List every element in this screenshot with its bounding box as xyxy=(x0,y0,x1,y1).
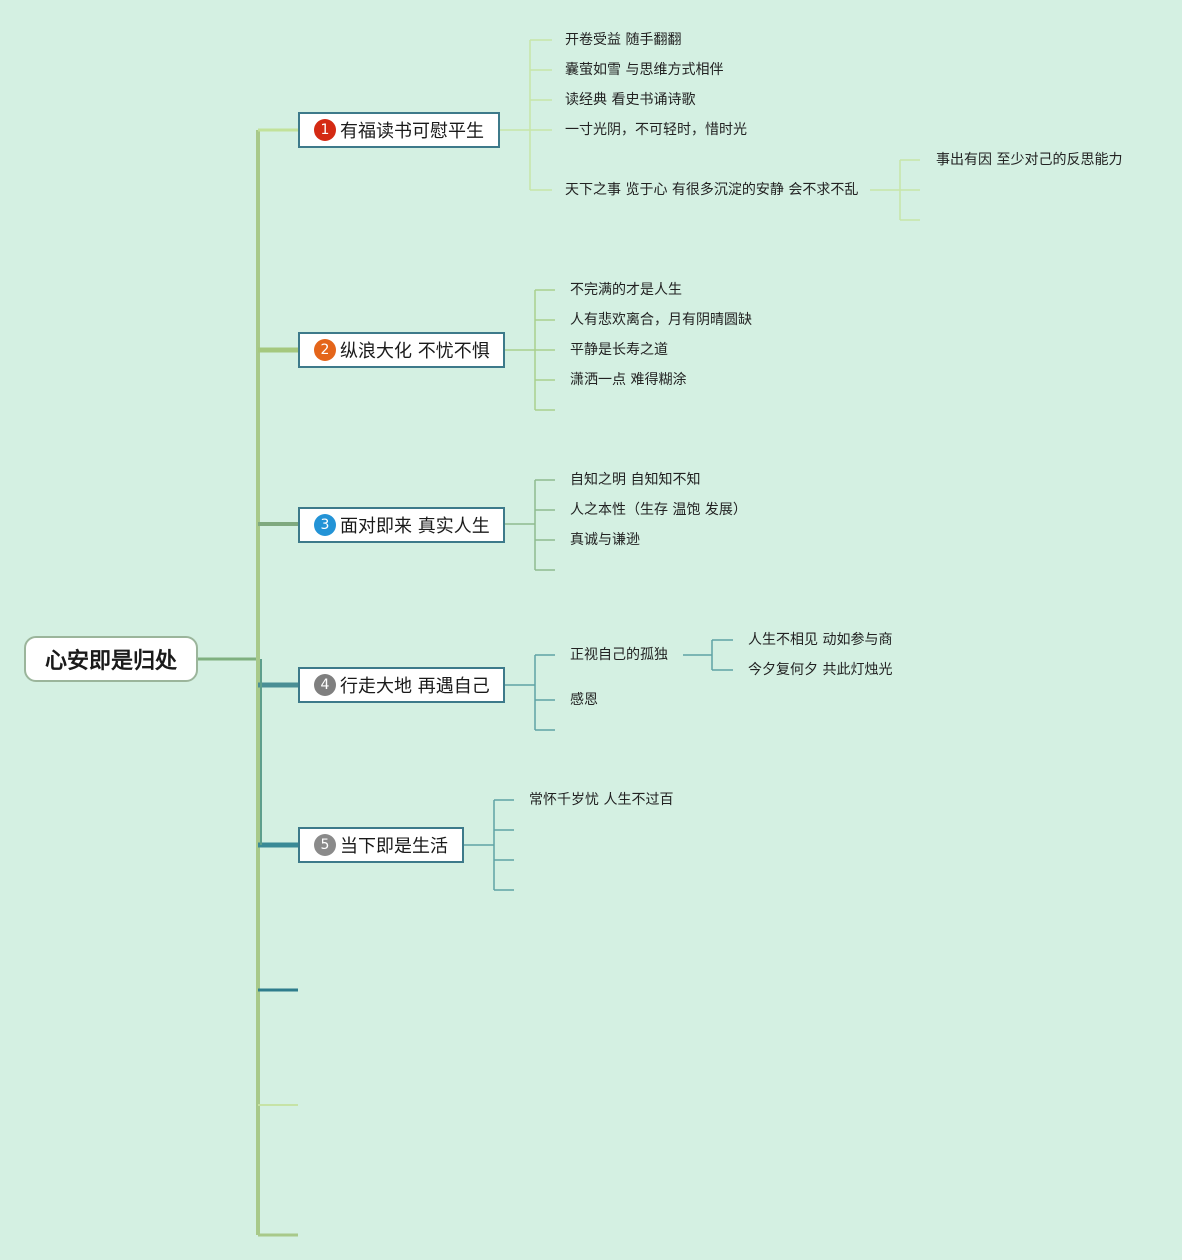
topic-1-item-4[interactable]: 一寸光阴，不可轻时，惜时光 xyxy=(565,122,747,138)
topic-4-item-2[interactable]: 感恩 xyxy=(570,692,598,708)
topic-3-label: 面对即来 真实人生 xyxy=(340,516,490,537)
topic-5-item-1[interactable]: 常怀千岁忧 人生不过百 xyxy=(529,792,674,808)
topic-1-item-5[interactable]: 天下之事 览于心 有很多沉淀的安静 会不求不乱 xyxy=(565,182,859,198)
topic-5-label: 当下即是生活 xyxy=(340,836,448,857)
topic-4-sub-item-2[interactable]: 今夕复何夕 共此灯烛光 xyxy=(748,662,893,678)
topic-3-item-1[interactable]: 自知之明 自知知不知 xyxy=(570,472,701,488)
topic-2-item-1[interactable]: 不完满的才是人生 xyxy=(570,282,682,298)
number-badge-3: 3 xyxy=(314,514,336,536)
topic-3-item-2[interactable]: 人之本性（生存 温饱 发展） xyxy=(570,502,747,518)
topic-4[interactable]: 4 行走大地 再遇自己 xyxy=(298,667,505,703)
topic-1-item-2[interactable]: 囊萤如雪 与思维方式相伴 xyxy=(565,62,724,78)
topic-4-sub-item-1[interactable]: 人生不相见 动如参与商 xyxy=(748,632,893,648)
topic-5[interactable]: 5 当下即是生活 xyxy=(298,827,464,863)
topic-2-item-2[interactable]: 人有悲欢离合，月有阴晴圆缺 xyxy=(570,312,752,328)
topic-1-item-3[interactable]: 读经典 看史书诵诗歌 xyxy=(565,92,696,108)
number-badge-1: 1 xyxy=(314,119,336,141)
topic-2[interactable]: 2 纵浪大化 不忧不惧 xyxy=(298,332,505,368)
number-badge-5: 5 xyxy=(314,834,336,856)
topic-1[interactable]: 1 有福读书可慰平生 xyxy=(298,112,500,148)
topic-2-item-4[interactable]: 潇洒一点 难得糊涂 xyxy=(570,372,687,388)
topic-1-item-1[interactable]: 开卷受益 随手翻翻 xyxy=(565,32,682,48)
topic-1-sub-item-1[interactable]: 事出有因 至少对己的反思能力 xyxy=(936,152,1123,168)
topic-4-label: 行走大地 再遇自己 xyxy=(340,676,490,697)
topic-3[interactable]: 3 面对即来 真实人生 xyxy=(298,507,505,543)
central-topic[interactable]: 心安即是归处 xyxy=(24,636,198,682)
topic-2-item-3[interactable]: 平静是长寿之道 xyxy=(570,342,668,358)
topic-4-item-1[interactable]: 正视自己的孤独 xyxy=(570,647,668,663)
topic-2-label: 纵浪大化 不忧不惧 xyxy=(340,341,490,362)
number-badge-2: 2 xyxy=(314,339,336,361)
topic-3-item-3[interactable]: 真诚与谦逊 xyxy=(570,532,640,548)
number-badge-4: 4 xyxy=(314,674,336,696)
topic-1-label: 有福读书可慰平生 xyxy=(340,121,484,142)
